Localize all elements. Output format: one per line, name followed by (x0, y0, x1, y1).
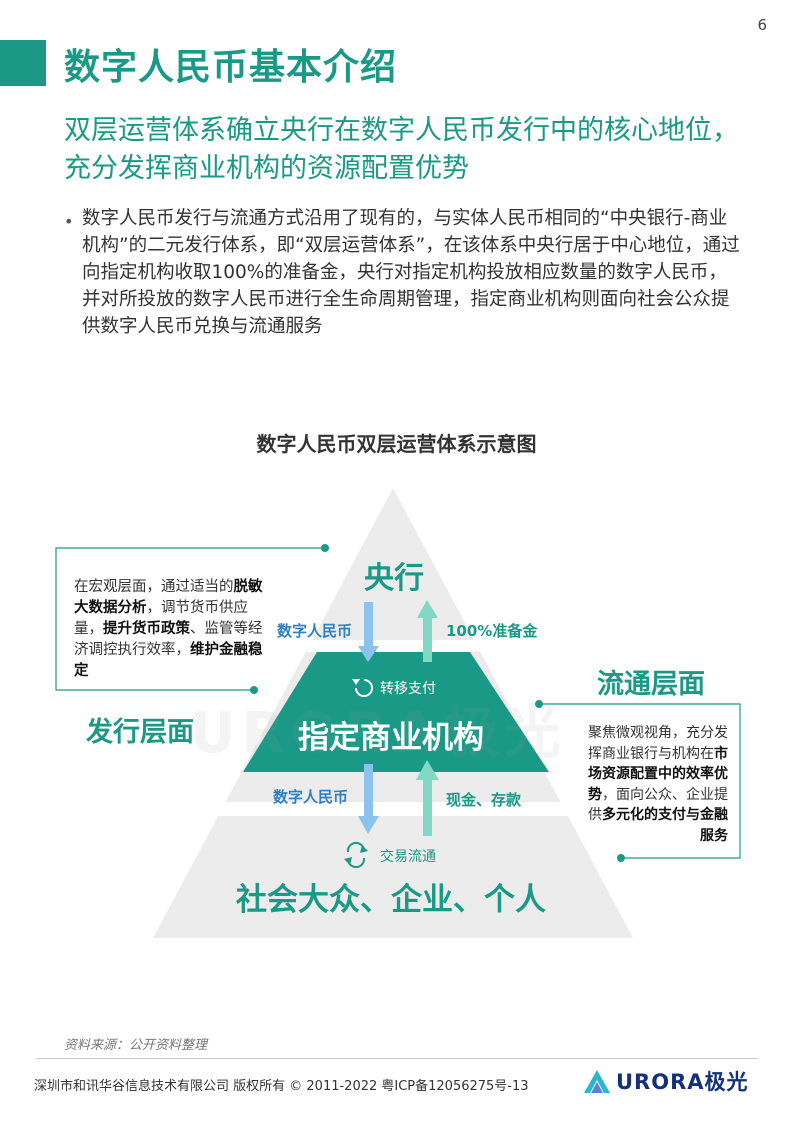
bullet-paragraph: 数字人民币发行与流通方式沿用了现有的，与实体人民币相同的“中央银行-商业机构”的… (82, 208, 740, 337)
arrow-label-digital-rmb-upper: 数字人民币 (277, 622, 353, 640)
source-note: 资料来源：公开资料整理 (64, 1038, 208, 1053)
circulation-level-label: 流通层面 (597, 669, 705, 700)
title-accent-bar (0, 40, 46, 86)
arrow-label-reserve: 100%准备金 (446, 622, 538, 640)
trade-circulation-label: 交易流通 (380, 849, 436, 865)
right-bracket-dot-top (535, 700, 543, 708)
middle-tier-band (243, 652, 549, 772)
left-bracket-dot-bottom (250, 686, 258, 694)
left-bracket-dot-top (321, 544, 329, 552)
arrow-label-digital-rmb-lower: 数字人民币 (273, 788, 349, 806)
pyramid-gap-lower (140, 802, 660, 816)
pyramid-gap-upper (140, 640, 660, 652)
trade-cycle-icon (344, 841, 368, 869)
footer-copyright: 深圳市和讯华谷信息技术有限公司 版权所有 © 2011-2022 粤ICP备12… (34, 1079, 529, 1094)
page-title: 数字人民币基本介绍 (64, 47, 398, 88)
transfer-cycle-icon (352, 679, 373, 697)
tier-bottom-label: 社会大众、企业、个人 (236, 882, 546, 918)
left-note-bracket (55, 547, 325, 691)
watermark-logo: URORA极光 (190, 701, 567, 766)
arrow-up-upper (417, 600, 438, 662)
arrow-down-lower (358, 764, 379, 834)
issuance-level-label: 发行层面 (86, 717, 194, 748)
arrow-label-cash-deposit: 现金、存款 (446, 791, 522, 809)
right-note-bracket (541, 703, 741, 859)
brand-logo: URORA极光 (582, 1066, 749, 1096)
tier-top-label: 央行 (364, 561, 424, 596)
right-bracket-dot-bottom (617, 854, 625, 862)
page-number: 6 (757, 16, 767, 34)
tier-middle-label: 指定商业机构 (298, 720, 484, 756)
transfer-payment-label: 转移支付 (380, 681, 436, 697)
diagram-title: 数字人民币双层运营体系示意图 (256, 432, 537, 456)
macro-level-note: 在宏观层面，通过适当的脱敏大数据分析，调节货币供应量，提升货币政策、监管等经济调… (74, 579, 263, 679)
arrow-down-upper (358, 602, 379, 662)
bullet-icon: • (64, 212, 74, 231)
arrow-up-lower (416, 760, 439, 836)
brand-wordmark: URORA极光 (616, 1070, 749, 1094)
micro-level-note: 聚焦微观视角，充分发挥商业银行与机构在市场资源配置中的效率优势，面向公众、企业提… (588, 725, 728, 844)
aurora-logo-icon (584, 1070, 610, 1093)
pyramid-diagram (55, 488, 741, 938)
page-subtitle: 双层运营体系确立央行在数字人民币发行中的核心地位，充分发挥商业机构的资源配置优势 (64, 115, 739, 184)
footer-divider (36, 1058, 758, 1059)
